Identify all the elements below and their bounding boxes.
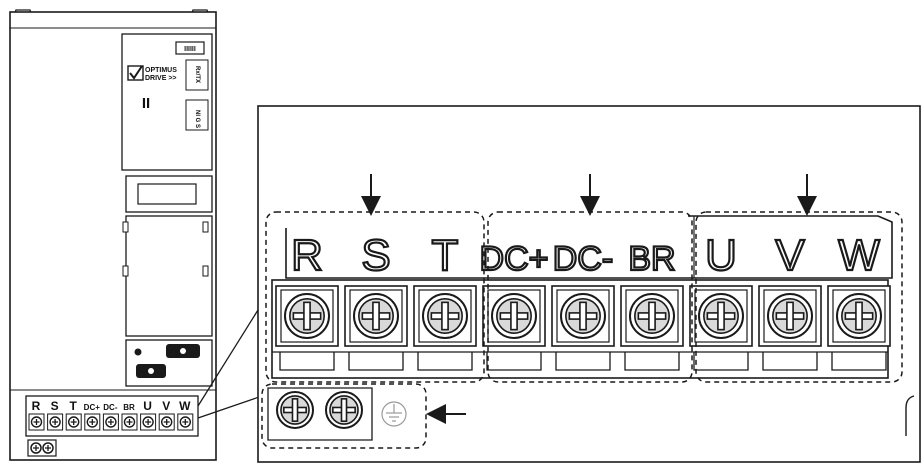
terminal-cell xyxy=(275,285,339,371)
terminal-cell xyxy=(758,285,822,371)
callout-line-upper xyxy=(197,309,259,407)
terminal-cell xyxy=(482,285,546,371)
terminal-screw-icon xyxy=(560,293,606,339)
module-connector-2-hole xyxy=(148,368,154,374)
mini-terminal-screws xyxy=(28,413,194,431)
terminal-cell xyxy=(689,285,753,371)
mini-terminal-label: R xyxy=(32,399,41,413)
logo-line-2: DRIVE >> xyxy=(145,75,177,82)
display-window xyxy=(137,183,197,205)
mini-terminal-label: U xyxy=(143,399,152,413)
terminal-label-t: T xyxy=(432,231,459,280)
mini-terminal-label: BR xyxy=(123,403,135,412)
cover-clip-1 xyxy=(122,221,129,233)
slot-code-box xyxy=(175,41,205,55)
ground-screw-icon xyxy=(276,391,314,429)
status-badge: II xyxy=(142,95,150,112)
terminal-cell xyxy=(827,285,891,371)
callout-line-lower xyxy=(197,395,263,419)
terminal-cell xyxy=(620,285,684,371)
mini-terminal-label: S xyxy=(51,399,59,413)
mini-terminal-label: W xyxy=(179,399,191,413)
terminal-label-br: BR xyxy=(628,240,675,278)
mini-terminal-label: T xyxy=(70,399,78,413)
terminal-screw-icon xyxy=(836,293,882,339)
terminal-screw-icon xyxy=(767,293,813,339)
partial-connector-edge xyxy=(905,395,915,436)
ground-screws xyxy=(276,391,363,429)
earth-ground-icon xyxy=(381,401,407,427)
slot-code: IIIIII xyxy=(184,46,196,53)
status-strip-top xyxy=(185,59,209,91)
drive-unit: IIIIII OPTIMUS DRIVE >> II Rx/TX NI G S … xyxy=(9,9,217,461)
status-strip-bottom xyxy=(185,99,209,131)
side-label-2: NI G xyxy=(194,110,200,123)
terminal-cell xyxy=(551,285,615,371)
cover-clip-2 xyxy=(122,265,129,277)
module-screw xyxy=(134,348,142,356)
terminal-label-r: R xyxy=(291,231,323,280)
module-connector-1-hole xyxy=(180,348,186,354)
terminal-cells xyxy=(275,285,891,371)
terminal-label-u: U xyxy=(705,231,737,280)
mini-terminal-label: V xyxy=(162,399,170,413)
group-outline-ground xyxy=(261,383,427,449)
mini-terminal-label: DC+ xyxy=(84,403,101,412)
mini-terminal-label: DC- xyxy=(103,403,118,412)
mini-ground-screw-2-slot xyxy=(45,445,51,451)
terminal-cell xyxy=(344,285,408,371)
terminal-label-w: W xyxy=(838,231,880,280)
terminal-screw-icon xyxy=(491,293,537,339)
cover-clip-4 xyxy=(202,265,209,277)
terminal-cell xyxy=(413,285,477,371)
terminal-label-dcplus: DC+ xyxy=(480,240,549,278)
terminal-label-v: V xyxy=(775,231,805,280)
logo-line-1: OPTIMUS xyxy=(145,67,177,74)
terminal-label-s: S xyxy=(361,231,390,280)
terminal-label-dcminus: DC- xyxy=(553,240,613,278)
ground-screw-icon xyxy=(325,391,363,429)
terminal-screw-icon xyxy=(284,293,330,339)
terminal-screw-icon xyxy=(422,293,468,339)
terminal-screw-icon xyxy=(698,293,744,339)
terminal-screw-icon xyxy=(629,293,675,339)
label-plate xyxy=(285,215,893,279)
check-icon xyxy=(129,65,143,80)
side-label-1: Rx/TX xyxy=(194,66,200,83)
side-label-3: S xyxy=(194,124,200,128)
cover-clip-3 xyxy=(202,221,209,233)
lower-cover xyxy=(125,215,213,337)
terminal-screw-icon xyxy=(353,293,399,339)
mini-ground-screw-1-slot xyxy=(33,445,39,451)
